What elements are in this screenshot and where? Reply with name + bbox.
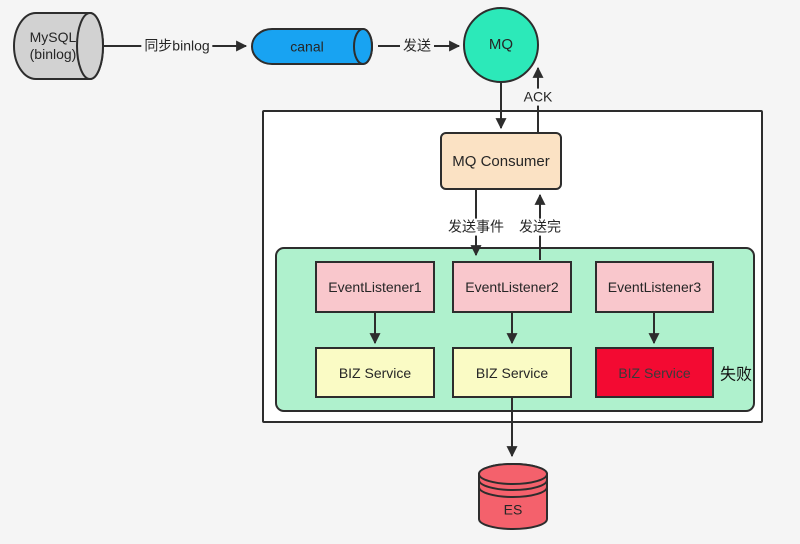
biz-service-3-label: BIZ Service [618, 364, 691, 381]
mysql-cylinder-rim [76, 12, 104, 80]
biz-service-1-label: BIZ Service [338, 364, 412, 381]
biz-service-2-node: BIZ Service [452, 347, 572, 398]
canal-label: canal [290, 38, 324, 55]
es-cylinder-rim [478, 463, 548, 485]
mysql-label-line2: (binlog) [29, 46, 77, 62]
event-listener-3-label: EventListener3 [607, 279, 702, 295]
es-cylinder-ring-2 [478, 486, 548, 498]
event-listener-1-label: EventListener1 [328, 279, 422, 295]
es-cylinder [478, 463, 548, 530]
event-listener-3-node: EventListener3 [595, 261, 714, 313]
canal-cylinder-rim [353, 28, 373, 65]
mq-label: MQ [488, 36, 514, 53]
event-listener-2-label: EventListener2 [465, 279, 559, 295]
mq-consumer-node: MQ Consumer [440, 132, 562, 190]
es-cylinder-body [478, 463, 548, 530]
edge-label-send-done: 发送完 [516, 218, 564, 236]
edge-label-send: 发送 [400, 37, 434, 55]
mysql-label-line1: MySQL [29, 29, 77, 46]
mysql-label: MySQL (binlog) [30, 29, 77, 63]
es-label: ES [503, 501, 523, 518]
es-cylinder-ring-1 [478, 479, 548, 491]
event-listener-1-node: EventListener1 [315, 261, 435, 313]
biz-service-2-label: BIZ Service [475, 364, 549, 381]
edge-label-sync-binlog: 同步binlog [141, 37, 213, 55]
mq-consumer-label: MQ Consumer [452, 152, 550, 170]
event-listener-2-node: EventListener2 [452, 261, 572, 313]
biz-service-1-node: BIZ Service [315, 347, 435, 398]
biz-service-3-node-failed: BIZ Service [595, 347, 714, 398]
edge-label-ack: ACK [520, 88, 556, 106]
failed-annotation: 失败 [719, 366, 753, 384]
edge-label-send-event: 发送事件 [445, 218, 507, 236]
